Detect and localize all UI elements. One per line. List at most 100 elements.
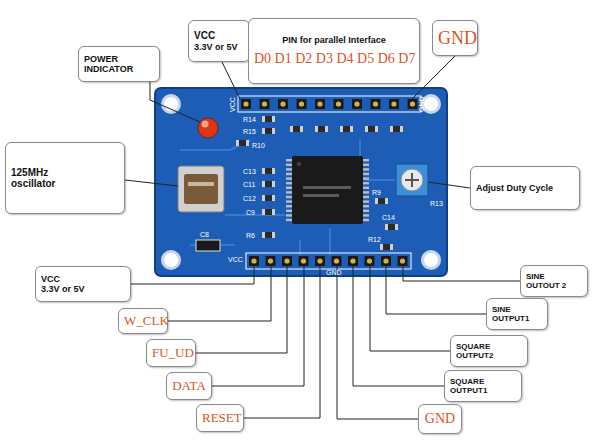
chip-pin (286, 164, 292, 166)
chip-pin (363, 219, 369, 221)
pin-hole (373, 101, 378, 106)
header-pin (332, 256, 342, 266)
callout-box: Adjust Duty Cycle (470, 166, 580, 210)
chip-marking (303, 194, 339, 197)
callout-box: W_CLK (118, 308, 168, 334)
smd-terminal (262, 209, 265, 215)
oscillator-body (184, 174, 218, 204)
smd-part (315, 126, 328, 132)
header-pin (352, 99, 362, 109)
silkscreen-label: R9 (372, 189, 381, 196)
pin-hole (280, 101, 285, 106)
chip-pin (363, 168, 369, 170)
chip-pin (363, 214, 369, 216)
chip-pin (286, 182, 292, 184)
header-pin (266, 256, 276, 266)
chip-marking (303, 186, 351, 189)
silkscreen-label: GND (326, 269, 342, 276)
header-pin (260, 99, 270, 109)
led-highlight (202, 121, 209, 128)
callout-text: 3.3V or 5V (41, 284, 125, 294)
chip-pin (286, 196, 292, 198)
callout-box: SINE OUTOUT 2 (520, 265, 588, 297)
mounting-hole (164, 253, 178, 267)
smd-terminal (390, 126, 393, 132)
chip-pin (363, 173, 369, 175)
callout-text: POWER INDICATOR (84, 54, 144, 75)
leader-line (222, 62, 240, 99)
smd-terminal (272, 128, 275, 134)
header-pin (299, 256, 309, 266)
leader-line (168, 266, 271, 321)
pin-hole (284, 258, 289, 263)
silkscreen-label: C12 (243, 195, 256, 202)
smd-part (365, 126, 378, 132)
smd-terminal (272, 232, 275, 238)
chip-pin (363, 182, 369, 184)
callout-box: 125MHz oscillator (5, 142, 125, 214)
header-pin (282, 256, 292, 266)
smd-part (380, 244, 393, 250)
leader-line (403, 266, 520, 281)
smd-terminal (262, 181, 265, 187)
header-pin (398, 256, 408, 266)
smd-terminal (272, 168, 275, 174)
smd-part (236, 140, 249, 146)
silkscreen-label: C14 (382, 214, 395, 221)
chip-pin (363, 196, 369, 198)
pin-hole (391, 101, 396, 106)
callout-box: SQUARE OUTPUT1 (444, 370, 522, 402)
pin-hole (268, 258, 273, 263)
pcb-trace (225, 214, 285, 216)
pin-name: FU_UD (152, 346, 190, 360)
leader-line (125, 180, 178, 186)
chip-pin (363, 200, 369, 202)
header-pin (297, 99, 307, 109)
smd-part (262, 181, 275, 187)
pcb-trace (329, 228, 331, 255)
chip-pin (286, 177, 292, 179)
pcb-trace (365, 179, 395, 181)
silkscreen-label: GND (418, 96, 425, 112)
callout-box: GND (432, 20, 478, 56)
oscillator-marking (188, 182, 214, 186)
silkscreen-label: R12 (368, 236, 381, 243)
silkscreen-label: C8 (200, 231, 209, 238)
pin-hole (299, 101, 304, 106)
smd-part (262, 116, 275, 122)
smd-terminal (380, 244, 383, 250)
smd-terminal (395, 224, 398, 230)
pcb-trace (180, 140, 250, 150)
header-pin (381, 256, 391, 266)
smd-part (262, 168, 275, 174)
smd-part (262, 232, 275, 238)
pin-name: GND (424, 412, 456, 427)
leader-line (428, 182, 470, 188)
leader-line (196, 266, 287, 353)
silkscreen-label: C11 (243, 181, 255, 188)
mounting-hole (424, 253, 438, 267)
smd-part (290, 126, 303, 132)
pin-hole (262, 101, 267, 106)
pin-hole (336, 101, 341, 106)
smd-terminal (290, 126, 293, 132)
pin-hole (243, 101, 248, 106)
smd-terminal (262, 128, 265, 134)
chip-pin (363, 159, 369, 161)
silkscreen-label: R6 (246, 232, 255, 239)
pin-hole (400, 258, 405, 263)
potentiometer-slot (405, 173, 419, 187)
callout-text: 125MHz oscillator (11, 167, 71, 190)
smd-terminal (262, 232, 265, 238)
callout-box: VCC3.3V or 5V (35, 266, 131, 302)
header-pin (365, 256, 375, 266)
pin-hole (350, 258, 355, 263)
potentiometer-knob (401, 169, 423, 191)
smd-part (262, 195, 275, 201)
pin-hole (317, 258, 322, 263)
callout-box: RESET (196, 404, 244, 432)
chip-pin (363, 187, 369, 189)
smd-terminal (325, 126, 328, 132)
mounting-hole-ring (421, 250, 441, 270)
silkscreen-label: C9 (246, 209, 255, 216)
